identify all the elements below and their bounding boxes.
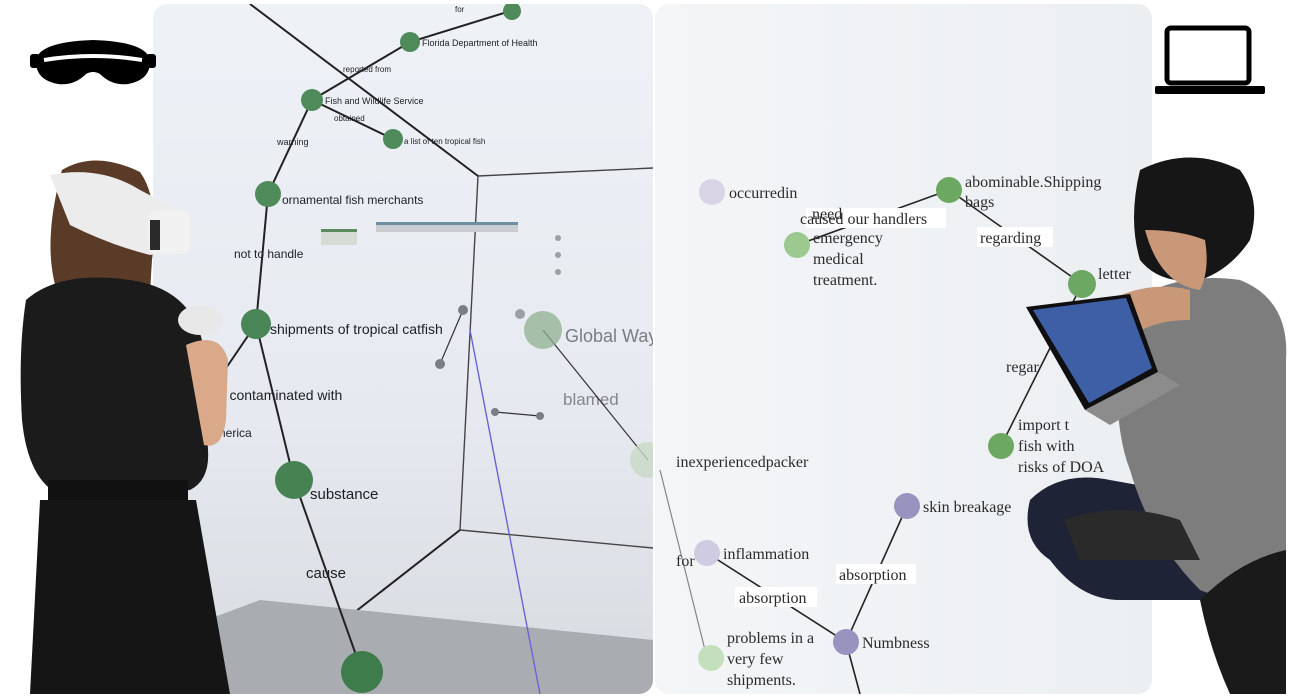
edge-label: absorption <box>739 590 807 607</box>
room-wireframe-edge <box>249 4 479 177</box>
graph-node[interactable] <box>524 311 562 349</box>
floating-panel <box>321 229 357 245</box>
edge-label-line: emergency <box>813 230 883 247</box>
node-label-line: shipments. <box>727 672 796 689</box>
node-label: Global Ways <box>565 326 653 346</box>
node-label: inexperiencedpacker <box>676 454 809 471</box>
edge-label: for <box>455 5 465 14</box>
graph-edge <box>439 309 464 365</box>
node-label-line: abominable.Shipping <box>965 174 1101 191</box>
room-floor <box>153 600 653 694</box>
label-background <box>806 208 946 228</box>
floating-panel <box>376 222 518 232</box>
graph-node[interactable] <box>698 645 724 671</box>
node-label: letter <box>1098 266 1132 283</box>
edge-label: obtained <box>334 114 365 123</box>
node-label: skin breakage <box>923 499 1011 516</box>
edge-label-line: medical <box>813 251 864 268</box>
node-label: Florida Department of Health <box>422 38 538 48</box>
axis-line <box>469 329 541 694</box>
graph-node[interactable] <box>255 181 281 207</box>
graph-node[interactable] <box>503 4 521 20</box>
edge-label: not to handle <box>234 247 304 261</box>
graph-node[interactable] <box>988 433 1014 459</box>
laptop-icon <box>1155 25 1265 94</box>
room-wireframe-edge <box>459 529 653 549</box>
graph-node[interactable] <box>1068 270 1096 298</box>
graph-node-small[interactable] <box>458 305 468 315</box>
graph-node[interactable] <box>784 232 810 258</box>
graph-node[interactable] <box>630 442 653 478</box>
graph-edge <box>311 99 394 140</box>
node-label: a list of ten tropical fish <box>404 137 485 146</box>
node-label: problems in a very few shipments. <box>727 630 818 689</box>
node-label: ornamental fish merchants <box>282 193 423 207</box>
graph-node[interactable] <box>301 89 323 111</box>
edge-label: regarding <box>980 230 1041 247</box>
node-label: occurredin <box>729 185 797 202</box>
vr-headset-icon <box>30 40 156 85</box>
graph-node-small[interactable] <box>515 309 525 319</box>
node-label: import t fish with risks of DOA <box>1018 417 1105 476</box>
node-label: Fish and Wildlife Service <box>325 96 424 106</box>
graph-node[interactable] <box>694 540 720 566</box>
room-wireframe-edge <box>477 167 653 177</box>
node-label-line: risks of DOA <box>1018 459 1105 476</box>
node-label-line: import t <box>1018 417 1070 434</box>
vr-view-panel: Florida Department of Health Fish and Wi… <box>153 4 653 694</box>
desktop-graph-canvas: occurredin caused our handlers abominabl… <box>659 174 1132 694</box>
graph-node[interactable] <box>400 32 420 52</box>
graph-edge <box>659 469 706 651</box>
graph-node[interactable] <box>341 651 383 693</box>
edge-label: emergency medical treatment. <box>813 230 887 289</box>
label-background <box>836 564 916 584</box>
graph-node-small[interactable] <box>555 269 561 275</box>
graph-edge <box>494 411 541 417</box>
graph-node-small[interactable] <box>555 235 561 241</box>
vr-graph-canvas: Florida Department of Health Fish and Wi… <box>153 4 653 694</box>
graph-node[interactable] <box>699 179 725 205</box>
node-label-line: fish with <box>1018 438 1074 455</box>
label-background <box>735 587 817 607</box>
graph-node-small[interactable] <box>491 408 499 416</box>
graph-node[interactable] <box>936 177 962 203</box>
edge-label: be contaminated with <box>210 387 342 403</box>
edge-label: absorption <box>839 567 907 584</box>
floating-panel-bar <box>376 222 518 225</box>
edge-label: need <box>812 206 842 223</box>
desktop-view-panel: occurredin caused our handlers abominabl… <box>655 4 1152 694</box>
node-label-line: problems in a <box>727 630 814 647</box>
edge-label: cause <box>306 565 346 582</box>
floating-panel-bar <box>321 229 357 232</box>
graph-node[interactable] <box>275 461 313 499</box>
label-background <box>977 227 1053 247</box>
edge-label: for <box>676 553 695 570</box>
edge-label: blamed <box>563 390 619 409</box>
node-label: caused our handlers <box>800 211 927 228</box>
edge-label: warning <box>276 137 309 147</box>
node-label: inflammation <box>723 546 809 563</box>
edge-label: regar <box>1006 359 1040 376</box>
graph-node-small[interactable] <box>555 252 561 258</box>
node-label: Numbness <box>862 635 930 652</box>
graph-node[interactable] <box>833 629 859 655</box>
graph-node[interactable] <box>241 309 271 339</box>
graph-node[interactable] <box>383 129 403 149</box>
node-label: shipments of tropical catfish <box>270 321 443 337</box>
graph-node-small[interactable] <box>536 412 544 420</box>
edge-label: th America <box>195 426 252 440</box>
node-label-line: very few <box>727 651 784 668</box>
room-wireframe-edge <box>459 175 479 531</box>
graph-edge <box>542 329 649 461</box>
node-label: substance <box>310 486 378 503</box>
graph-node-small[interactable] <box>435 359 445 369</box>
node-label: abominable.Shipping bags <box>965 174 1105 211</box>
graph-node[interactable] <box>894 493 920 519</box>
node-label-line: bags <box>965 194 994 211</box>
edge-label-line: treatment. <box>813 272 877 289</box>
edge-label: reported from <box>343 65 391 74</box>
